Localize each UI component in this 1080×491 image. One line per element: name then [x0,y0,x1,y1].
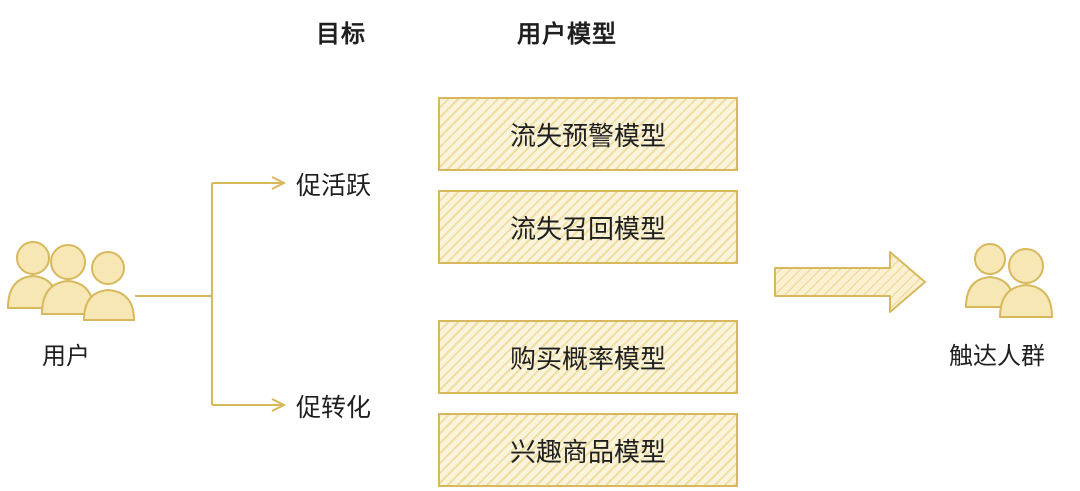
goal-conversion: 促转化 [296,393,372,422]
branch-connector [135,182,282,406]
model-box-interest-product: 兴趣商品模型 [438,413,738,487]
users-group-icon [6,241,136,321]
model-header: 用户模型 [517,20,617,48]
arrowhead-icon [271,176,287,412]
goal-engagement: 促活跃 [296,171,372,200]
model-box-purchase-probability: 购买概率模型 [438,320,738,394]
goal-header: 目标 [316,20,366,48]
target-label: 触达人群 [949,342,1045,370]
model-label: 流失预警模型 [509,121,666,152]
user-label: 用户 [42,342,90,370]
model-box-churn-warning: 流失预警模型 [438,97,738,171]
model-label: 流失召回模型 [509,214,666,245]
target-group-icon [964,243,1054,318]
big-arrow-icon [774,251,926,313]
model-label: 购买概率模型 [509,344,666,375]
model-box-churn-recall: 流失召回模型 [438,190,738,264]
model-label: 兴趣商品模型 [509,437,666,468]
